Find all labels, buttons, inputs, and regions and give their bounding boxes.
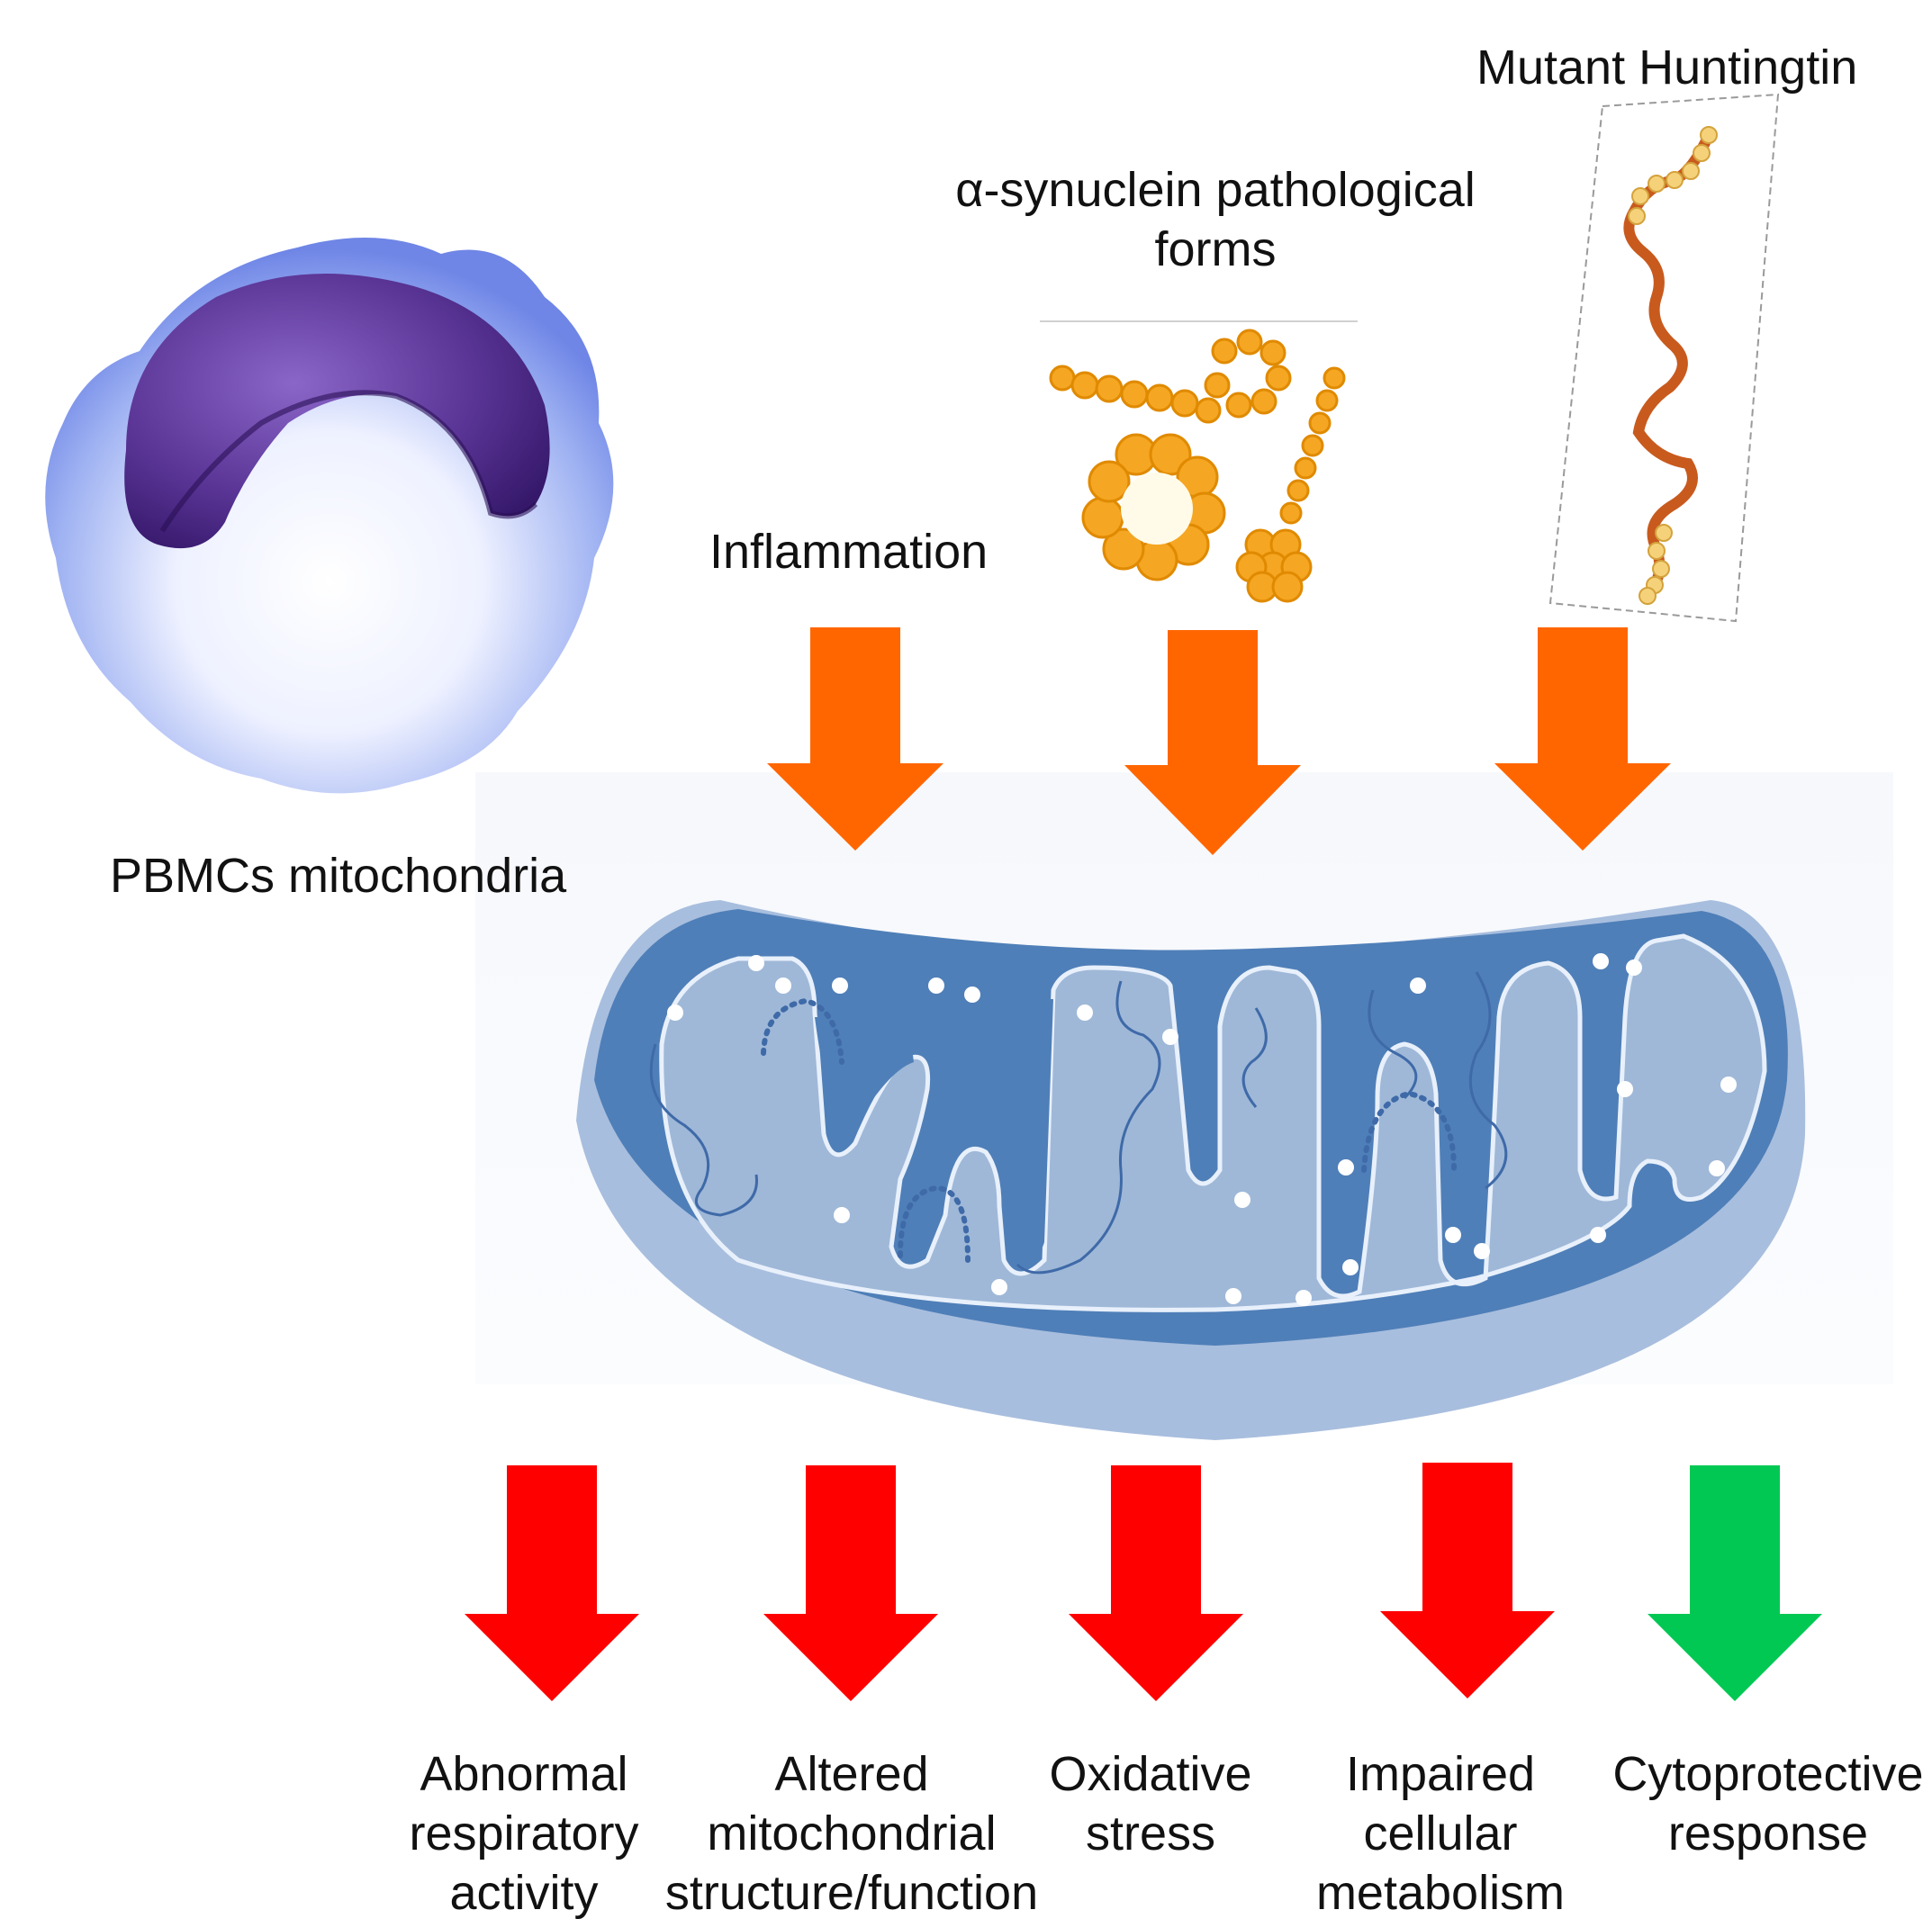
outcome-line: mitochondrial [707,1806,997,1860]
outcome-line: metabolism [1315,1866,1566,1920]
synuclein-label-line-2: forms [1154,222,1277,276]
outcome-arrow-structure [763,1465,938,1701]
respiratory-complexes [761,997,1457,1263]
outcome-line: activity [449,1866,599,1920]
huntingtin-frame [1548,93,1780,623]
huntingtin-protein-icon [1623,126,1718,605]
synuclein-arrow [1124,630,1301,855]
outcome-line: stress [1085,1806,1216,1860]
inner-membrane [659,933,1767,1312]
input-arrows [767,627,1671,855]
outcome-line: Altered [774,1747,929,1801]
inflammation-arrow [767,627,943,851]
synuclein-label-line-1: α-synuclein pathological [955,163,1476,217]
outcome-line: response [1667,1806,1869,1860]
outcome-arrow-cytoprotective [1648,1465,1822,1701]
synuclein-label: α-synuclein pathological forms [955,160,1476,279]
outcome-line: respiratory [409,1806,639,1860]
inflammation-label: Inflammation [709,525,989,579]
outcome-label-oxidative: Oxidative stress [1049,1744,1251,1863]
huntingtin-arrow [1494,627,1671,851]
outcome-arrow-metabolism [1380,1463,1555,1698]
huntingtin-label: Mutant Huntingtin [1476,41,1858,95]
outcome-label-metabolism: Impaired cellular metabolism [1316,1744,1565,1923]
mtdna-strands [649,971,1508,1275]
outcome-line: cellular [1363,1806,1518,1860]
pbmc-cell-icon [45,238,614,794]
outcome-label-respiratory: Abnormal respiratory activity [409,1744,638,1923]
outcome-label-structure: Altered mitochondrial structure/function [665,1744,1038,1923]
outcome-line: structure/function [664,1866,1039,1920]
pbmc-label: PBMCs mitochondria [110,849,567,903]
synuclein-aggregates-icon [1049,329,1346,603]
outcome-arrows [465,1463,1822,1701]
mitochondrion-icon [576,900,1806,1440]
outcome-line: Oxidative [1049,1747,1252,1801]
matrix-granules [667,953,1737,1306]
outcome-arrow-oxidative [1069,1465,1243,1701]
synuclein-ring-core [1121,473,1193,545]
outcome-line: Cytoprotective [1612,1747,1924,1801]
outcome-arrow-respiratory [465,1465,639,1701]
outcome-label-cytoprotective: Cytoprotective response [1612,1744,1923,1863]
outcome-line: Abnormal [420,1747,628,1801]
outcome-line: Impaired [1345,1747,1536,1801]
